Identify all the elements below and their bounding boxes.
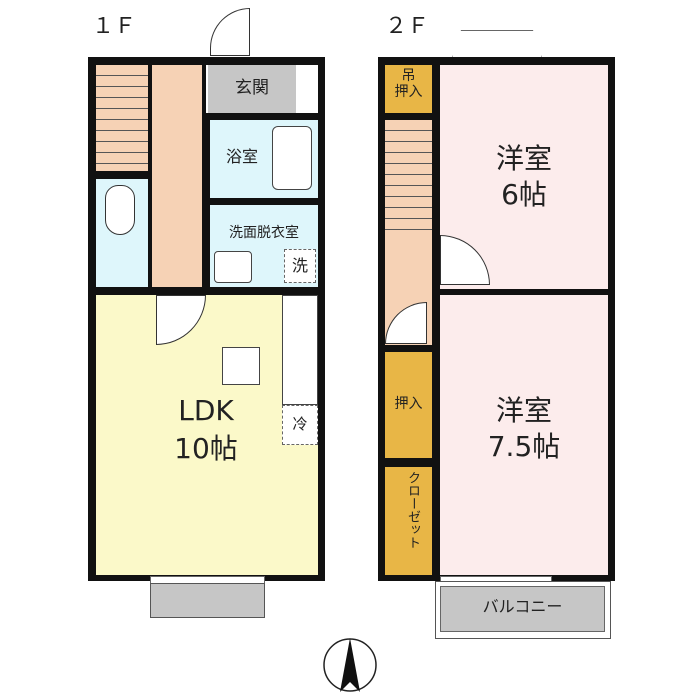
hanging-closet: 吊 押入 (385, 65, 432, 113)
toilet (96, 179, 148, 287)
washroom: 洗面脱衣室 洗 (210, 205, 318, 287)
closet-label: クローゼット (405, 471, 420, 549)
bathtub-icon (272, 126, 312, 190)
floor-label-1f: １Ｆ (92, 14, 137, 39)
ldk-size: 10帖 (174, 432, 238, 465)
staircase-2f (385, 120, 432, 230)
fridge-space: 冷 (282, 405, 318, 445)
washer-label: 洗 (291, 256, 308, 275)
room6-door (440, 235, 490, 285)
entrance-area: 玄関 (206, 65, 318, 113)
western-room-6: 洋室 6帖 (440, 65, 608, 289)
toilet-icon (105, 185, 135, 235)
balcony-label: バルコニー (482, 597, 563, 616)
ldk-door (156, 295, 206, 345)
entrance (208, 65, 296, 113)
balcony-1f (150, 583, 265, 618)
western-room-7-5: 洋室 7.5帖 (440, 295, 608, 575)
ldk: 冷 LDK 10帖 (96, 295, 318, 575)
sink-icon (214, 251, 252, 283)
hallway-1f (152, 65, 202, 287)
washer-space: 洗 (284, 249, 316, 283)
staircase-1f (96, 65, 148, 171)
bath-label: 浴室 (225, 147, 258, 166)
landing-door (385, 302, 427, 344)
closet: クローゼット (385, 467, 432, 575)
bay-window (452, 30, 542, 58)
balcony-2f: バルコニー (435, 581, 611, 639)
entrance-label: 玄関 (235, 78, 269, 98)
landing-2f (385, 230, 432, 345)
room6-label: 洋室 (495, 142, 552, 175)
room75-label: 洋室 (495, 394, 552, 427)
bathroom: 浴室 (210, 120, 318, 198)
room75-size: 7.5帖 (487, 430, 561, 463)
ldk-label: LDK (178, 394, 234, 427)
oshiire-label: 押入 (394, 396, 423, 412)
hanging-closet-label: 吊 押入 (394, 68, 423, 101)
floor-label-2f: ２Ｆ (385, 14, 430, 39)
north-arrow-icon (323, 638, 377, 692)
front-door (210, 8, 250, 56)
balcony-floor (440, 586, 605, 632)
oshiire: 押入 (385, 352, 432, 458)
washroom-label: 洗面脱衣室 (229, 225, 299, 241)
ceiling-vent-icon (222, 347, 260, 385)
fridge-label: 冷 (292, 415, 308, 433)
room6-size: 6帖 (501, 178, 547, 211)
kitchen-counter (282, 295, 318, 405)
